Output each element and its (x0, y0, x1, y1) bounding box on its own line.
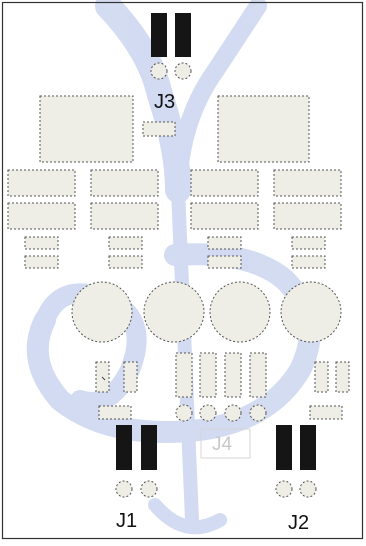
j3-pin-2 (175, 13, 191, 57)
treble-clef-watermark-icon (26, 0, 321, 535)
j1-pin-2 (141, 425, 157, 470)
pad-row1-1 (7, 169, 76, 197)
pad-marker (101, 376, 106, 381)
pad-large-right (217, 95, 310, 163)
pad-large-left (39, 95, 134, 163)
j2-pin-2 (300, 425, 316, 470)
pad-small-1a (24, 236, 59, 250)
j2-label: J2 (288, 512, 309, 534)
pad-small-3a (207, 236, 242, 250)
pad-row2-3 (190, 202, 259, 230)
pad-row1-2 (90, 169, 159, 197)
j4-pad-1 (175, 352, 193, 398)
pad-row2-2 (90, 202, 159, 230)
j2-pin-1 (276, 425, 292, 470)
pad-circle-4 (280, 281, 342, 343)
connector-j1 (115, 425, 158, 498)
pad-small-2a (108, 236, 143, 250)
board-outline (1, 1, 364, 540)
j4-hole-1 (175, 404, 193, 422)
j3-pad-1 (150, 62, 168, 80)
connector-j4 (175, 352, 267, 422)
j1-pad-2 (140, 480, 158, 498)
j2-pad-1 (275, 480, 293, 498)
j4-label-box (200, 428, 251, 459)
pad-circle-2 (143, 281, 205, 343)
pad-small-1b (24, 255, 59, 269)
pad-row1-3 (190, 169, 259, 197)
pad-left-flat (98, 405, 132, 420)
j4-label: J4 (212, 434, 233, 455)
pad-row2-4 (273, 202, 342, 230)
pad-vert-right-1 (314, 361, 329, 393)
pad-small-2b (108, 255, 143, 269)
j4-pad-4 (249, 352, 267, 398)
connector-j3 (150, 13, 192, 80)
pad-small-4b (291, 255, 326, 269)
pad-vert-left-2 (123, 361, 138, 393)
pad-circle-3 (209, 281, 271, 343)
j4-pad-2 (199, 352, 217, 398)
j1-pin-1 (116, 425, 132, 470)
pad-right-flat (309, 405, 343, 420)
pad-row2-1 (7, 202, 76, 230)
pad-small-4a (291, 236, 326, 250)
j3-pad-2 (174, 62, 192, 80)
pad-small-3b (207, 255, 242, 269)
pad-row1-4 (273, 169, 342, 197)
pad-circle-1 (71, 281, 133, 343)
j4-hole-3 (224, 404, 242, 422)
pad-top-center (142, 121, 176, 137)
j1-label: J1 (116, 510, 137, 532)
j3-label: J3 (154, 91, 175, 113)
j4-hole-4 (249, 404, 267, 422)
j3-pin-1 (151, 13, 167, 57)
j2-pad-2 (299, 480, 317, 498)
j4-hole-2 (199, 404, 217, 422)
j4-pad-3 (224, 352, 242, 398)
connector-j2 (275, 425, 317, 498)
pad-vert-right-2 (335, 361, 350, 393)
j1-pad-1 (115, 480, 133, 498)
